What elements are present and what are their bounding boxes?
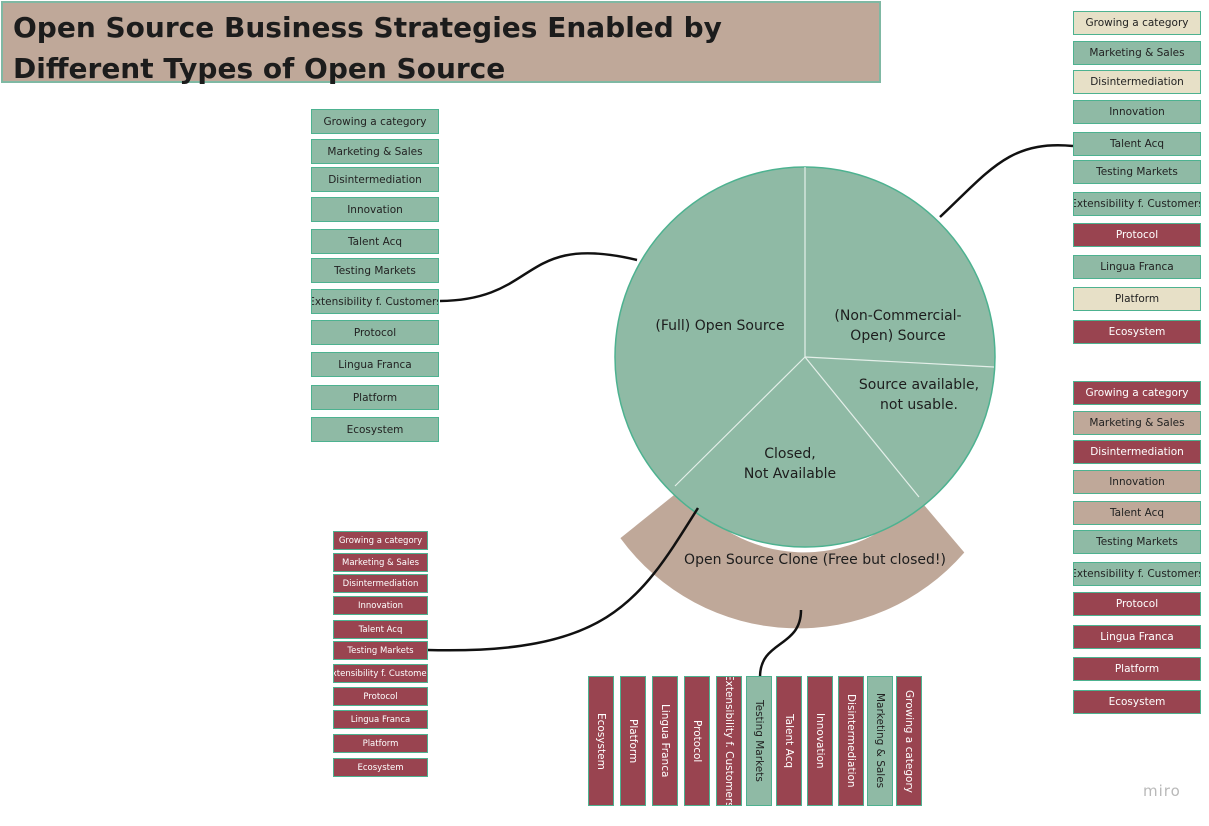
list-item: Testing Markets <box>1073 530 1201 554</box>
list-item: Ecosystem <box>1073 690 1201 714</box>
list-item: Protocol <box>1073 223 1201 247</box>
list-item: Protocol <box>1073 592 1201 616</box>
list-item: Disintermediation <box>838 676 864 806</box>
list-item: Lingua Franca <box>652 676 678 806</box>
connector-clone <box>758 609 803 678</box>
list-item: Platform <box>311 385 439 410</box>
list-item: Lingua Franca <box>1073 625 1201 649</box>
list-item: Lingua Franca <box>1073 255 1201 279</box>
list-item: Platform <box>1073 657 1201 681</box>
list-item: Lingua Franca <box>333 710 428 729</box>
list-item: Talent Acq <box>311 229 439 254</box>
segment-label-non-commercial-line1: (Non-Commercial- <box>834 308 962 324</box>
list-item: Protocol <box>311 320 439 345</box>
list-item: Lingua Franca <box>311 352 439 377</box>
list-item: Marketing & Sales <box>1073 41 1201 65</box>
list-item: Disintermediation <box>1073 70 1201 94</box>
list-item: Testing Markets <box>1073 160 1201 184</box>
list-item: Ecosystem <box>588 676 614 806</box>
list-item: Platform <box>620 676 646 806</box>
page-title-line2: Different Types of Open Source <box>13 52 506 85</box>
list-item: Talent Acq <box>776 676 802 806</box>
segment-label-clone-text: Open Source Clone (Free but closed!) <box>684 552 946 568</box>
list-item: Extensibility f. Customers <box>716 676 742 806</box>
list-item: Growing a category <box>333 531 428 550</box>
segment-label-closed-line2: Not Available <box>743 466 837 482</box>
miro-watermark: miro <box>1143 782 1181 800</box>
list-item: Innovation <box>1073 100 1201 124</box>
list-item: Extensibility f. Customers <box>1073 192 1201 216</box>
list-item: Testing Markets <box>311 258 439 283</box>
connector-full-open-source <box>439 251 638 303</box>
segment-label-source-available-line1: Source available, <box>858 377 980 393</box>
list-item: Innovation <box>807 676 833 806</box>
list-item: Ecosystem <box>311 417 439 442</box>
list-item: Marketing & Sales <box>311 139 439 164</box>
list-item: Extensibility f. Customers <box>1073 562 1201 586</box>
list-item: Protocol <box>684 676 710 806</box>
list-item: Extensibility f. Customers <box>333 664 428 683</box>
page-title-line1: Open Source Business Strategies Enabled … <box>13 11 722 44</box>
segment-label-closed: Closed, Not Available <box>715 444 865 484</box>
segment-label-full-open-source-text: (Full) Open Source <box>655 318 785 334</box>
divider-lower-right <box>804 356 920 498</box>
list-item: Ecosystem <box>333 758 428 777</box>
segment-label-non-commercial-line2: Open) Source <box>850 328 946 344</box>
segment-label-full-open-source: (Full) Open Source <box>640 316 800 336</box>
page-title: Open Source Business Strategies Enabled … <box>1 1 881 85</box>
segment-label-non-commercial: (Non-Commercial- Open) Source <box>818 306 978 346</box>
list-item: Talent Acq <box>333 620 428 639</box>
list-item: Testing Markets <box>333 641 428 660</box>
list-item: Testing Markets <box>746 676 772 806</box>
divider-lower-left <box>674 356 806 487</box>
list-item: Talent Acq <box>1073 501 1201 525</box>
segment-label-clone: Open Source Clone (Free but closed!) <box>670 550 960 570</box>
list-item: Protocol <box>333 687 428 706</box>
list-item: Platform <box>333 734 428 753</box>
list-item: Marketing & Sales <box>1073 411 1201 435</box>
list-item: Disintermediation <box>333 574 428 593</box>
connector-closed <box>426 507 700 652</box>
list-item: Growing a category <box>1073 381 1201 405</box>
segment-label-source-available: Source available, not usable. <box>844 375 994 415</box>
list-item: Ecosystem <box>1073 320 1201 344</box>
list-item: Innovation <box>1073 470 1201 494</box>
list-item: Innovation <box>333 596 428 615</box>
list-item: Growing a category <box>311 109 439 134</box>
list-item: Platform <box>1073 287 1201 311</box>
list-item: Talent Acq <box>1073 132 1201 156</box>
list-item: Extensibility f. Customers <box>311 289 439 314</box>
divider-right <box>804 356 995 368</box>
segment-label-closed-line1: Closed, <box>764 446 816 462</box>
list-item: Innovation <box>311 197 439 222</box>
list-item: Disintermediation <box>1073 440 1201 464</box>
list-item: Marketing & Sales <box>867 676 893 806</box>
connector-non-commercial <box>939 143 1074 218</box>
list-item: Growing a category <box>896 676 922 806</box>
list-item: Disintermediation <box>311 167 439 192</box>
clone-band <box>620 488 965 629</box>
segment-label-source-available-line2: not usable. <box>880 397 958 413</box>
list-item: Growing a category <box>1073 11 1201 35</box>
list-item: Marketing & Sales <box>333 553 428 572</box>
